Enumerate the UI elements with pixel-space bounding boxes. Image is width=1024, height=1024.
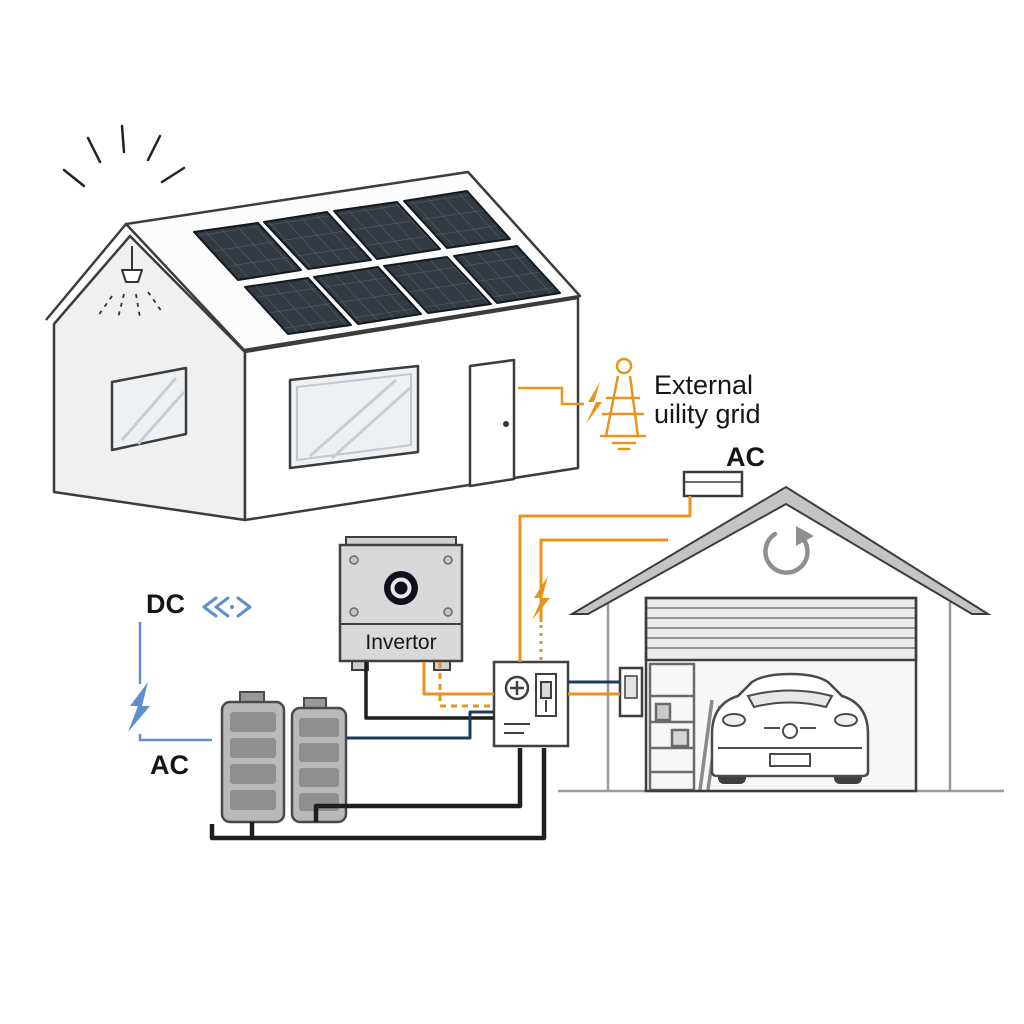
car-windshield: [746, 689, 834, 709]
dc-ac-left: DC AC: [128, 589, 252, 780]
wire-inverter-orange-dashed: [438, 662, 492, 708]
wiring: [209, 496, 692, 841]
wire-inverter-black: [364, 662, 494, 720]
grid-label-line2: uility grid: [654, 399, 761, 429]
solar-panel: [383, 256, 492, 314]
gable-window: [110, 366, 188, 452]
grid-label-line1: External: [654, 370, 753, 400]
external-utility-grid: External uility grid: [518, 357, 761, 451]
solar-panel: [263, 211, 372, 270]
solar-panel: [244, 277, 352, 335]
wire-inverter-orange: [422, 662, 494, 696]
ev-charger: [618, 666, 644, 718]
wire-house-to-grid: [518, 386, 584, 406]
ac-garage-label: AC: [726, 442, 765, 472]
roof-vent: [682, 470, 744, 498]
solar-panel: [333, 201, 441, 260]
car-headlight: [722, 713, 746, 727]
dc-label: DC: [146, 589, 185, 619]
house: [45, 124, 582, 522]
breaker-switch: [535, 673, 557, 717]
roof-rake-edge: [45, 223, 127, 321]
battery-2: [290, 697, 348, 824]
lamp-icon: [97, 246, 163, 319]
battery-bank: [220, 691, 348, 824]
lightning-bolt-icon: [532, 576, 550, 620]
garage-door-slats: [644, 596, 918, 793]
solar-panel: [453, 245, 561, 304]
solar-panel: [193, 222, 302, 281]
distribution-panel: [492, 660, 570, 748]
garage-roof: [568, 485, 992, 615]
wire-ac-to-vent: [518, 496, 692, 662]
solar-panel: [313, 266, 422, 325]
lightning-bolt-icon: [586, 382, 602, 424]
recycle-icon: [763, 526, 814, 575]
battery-1: [220, 691, 286, 824]
solar-panel: [403, 190, 511, 249]
inverter-screws: [349, 555, 453, 617]
car: [710, 672, 870, 784]
wire-battery-black-1: [313, 748, 523, 822]
inverter-lens-icon: [384, 571, 418, 605]
utility-pylon-icon: [600, 357, 646, 451]
inverter: Invertor: [338, 536, 464, 671]
breaker-plus-icon: [504, 675, 530, 701]
house-door: [468, 358, 516, 488]
front-window: [288, 364, 420, 470]
garage: AC: [558, 442, 1004, 793]
ac-wire: [138, 734, 212, 742]
sun-rays-icon: [62, 124, 186, 188]
car-headlight: [834, 713, 858, 727]
flow-arrows-icon: [202, 596, 252, 618]
ac-left-label: AC: [150, 750, 189, 780]
wire-battery-navy: [346, 710, 494, 740]
car-emblem: [782, 723, 798, 739]
wire-battery-black-2: [209, 748, 547, 841]
car-plate: [769, 753, 811, 767]
inverter-label: Invertor: [365, 631, 436, 654]
solar-array: [193, 190, 561, 335]
lightning-bolt-icon: [128, 682, 150, 732]
